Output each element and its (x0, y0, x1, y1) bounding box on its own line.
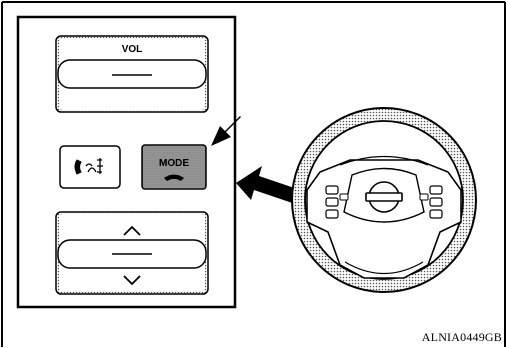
voice-wave-icon (85, 158, 103, 174)
volume-switch: VOL (55, 35, 209, 113)
chevron-down-icon (123, 275, 141, 286)
tuning-switch (55, 211, 209, 295)
hang-up-icon (164, 174, 184, 181)
mode-button: MODE (141, 144, 207, 190)
phone-handset-icon (74, 159, 82, 175)
left-steering-switches (325, 185, 349, 219)
mode-label: MODE (159, 158, 189, 169)
steering-wheel (291, 107, 477, 293)
vol-label: VOL (122, 44, 143, 55)
figure-code: ALNIA0449GB (421, 330, 502, 344)
phone-voice-button (59, 145, 121, 189)
chevron-up-icon (123, 225, 141, 236)
mode-pointer-arrow (211, 116, 241, 146)
emblem-icon (365, 181, 403, 213)
right-steering-switches (419, 185, 443, 219)
